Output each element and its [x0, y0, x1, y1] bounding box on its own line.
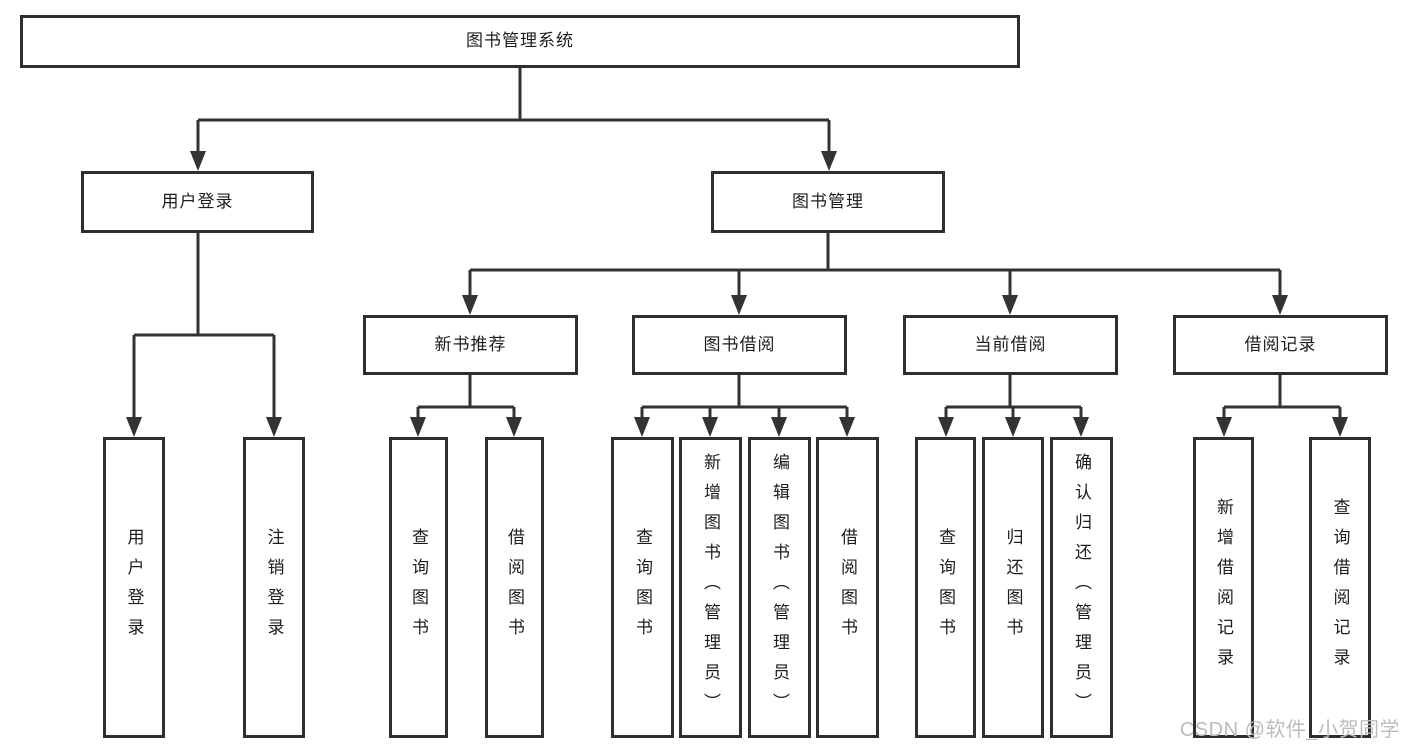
leaf-confirm-return-admin: 确认归还（管理员）	[1050, 437, 1113, 738]
leaf-borrow-books-recommendation: 借阅图书	[485, 437, 544, 738]
node-book-borrowing: 图书借阅	[632, 315, 847, 375]
node-book-management: 图书管理	[711, 171, 945, 233]
node-borrowing-records: 借阅记录	[1173, 315, 1388, 375]
leaf-user-login: 用户登录	[103, 437, 165, 738]
leaf-edit-books-admin: 编辑图书（管理员）	[748, 437, 811, 738]
leaf-logout: 注销登录	[243, 437, 305, 738]
leaf-borrow-books-borrowing: 借阅图书	[816, 437, 879, 738]
node-user-login: 用户登录	[81, 171, 314, 233]
leaf-query-borrowing-record: 查询借阅记录	[1309, 437, 1371, 738]
node-library-management-system: 图书管理系统	[20, 15, 1020, 68]
leaf-query-books-recommendation: 查询图书	[389, 437, 448, 738]
leaf-query-books-current: 查询图书	[915, 437, 976, 738]
leaf-add-books-admin: 新增图书（管理员）	[679, 437, 742, 738]
arrowheads	[126, 151, 1348, 437]
leaf-return-books: 归还图书	[982, 437, 1044, 738]
leaf-query-books-borrowing: 查询图书	[611, 437, 674, 738]
node-new-book-recommendation: 新书推荐	[363, 315, 578, 375]
leaf-add-borrowing-record: 新增借阅记录	[1193, 437, 1254, 738]
node-current-borrowing: 当前借阅	[903, 315, 1118, 375]
watermark: CSDN @软件_小贺同学	[1179, 719, 1400, 741]
